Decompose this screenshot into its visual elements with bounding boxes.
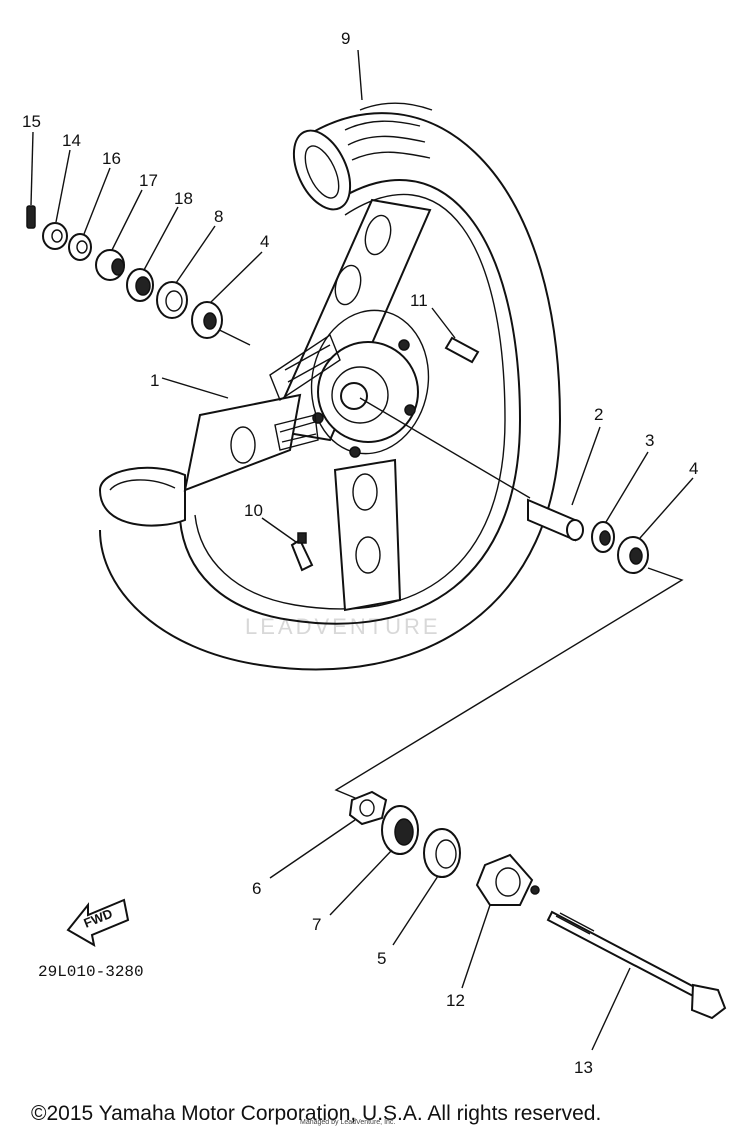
cast-wheel <box>183 198 432 612</box>
valve-and-weight <box>261 307 480 572</box>
left-hub-parts <box>26 131 263 346</box>
callout-13: 13 <box>574 1058 593 1077</box>
part-code: 29L010-3280 <box>38 963 144 981</box>
callout-8: 8 <box>214 207 223 226</box>
callout-2: 2 <box>594 405 603 424</box>
part-10-valve <box>290 538 314 572</box>
part-15-cotter-pin <box>26 205 36 229</box>
right-hub-parts <box>527 426 694 574</box>
callout-12: 12 <box>446 991 465 1010</box>
callout-1: 1 <box>150 371 159 390</box>
callout-14: 14 <box>62 131 81 150</box>
part-14-nut <box>42 222 68 250</box>
callout-4-right: 4 <box>689 459 698 478</box>
callouts: 1 2 3 4 4 5 6 7 8 9 10 11 12 13 14 15 16… <box>22 29 698 1077</box>
part-16-washer <box>68 233 92 261</box>
part-13-axle-bolt <box>546 910 702 1000</box>
callout-11: 11 <box>410 291 428 310</box>
part-6-retainer <box>348 790 388 826</box>
callout-16: 16 <box>102 149 121 168</box>
lower-parts <box>161 49 727 1051</box>
tiny-note: Managed by LeadVenture, Inc. <box>300 1119 395 1126</box>
fwd-arrow: FWD <box>66 898 130 947</box>
callout-3: 3 <box>645 431 654 450</box>
assembly-line <box>334 567 684 801</box>
part-5-bearing <box>423 828 461 878</box>
part-11-balance-weight <box>444 336 480 364</box>
axle-centerline <box>359 397 531 499</box>
tire <box>98 102 562 671</box>
callout-18: 18 <box>174 189 193 208</box>
callout-15: 15 <box>22 112 41 131</box>
callout-17: 17 <box>139 171 158 190</box>
part-12-gear-unit <box>475 853 534 906</box>
callout-9: 9 <box>341 29 350 48</box>
callout-5: 5 <box>377 949 386 968</box>
copyright: ©2015 Yamaha Motor Corporation, U.S.A. A… <box>31 1102 601 1125</box>
callout-6: 6 <box>252 879 261 898</box>
callout-10: 10 <box>244 501 263 520</box>
callout-4-left: 4 <box>260 232 269 251</box>
callout-7: 7 <box>312 915 321 934</box>
